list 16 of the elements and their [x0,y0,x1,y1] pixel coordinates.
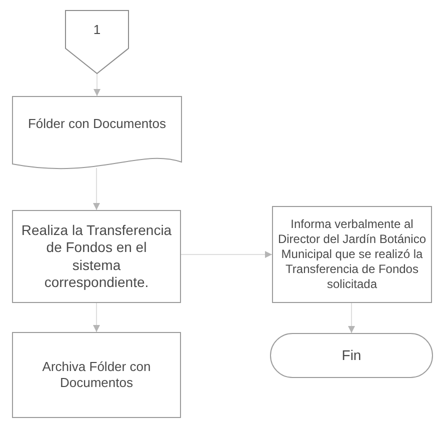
node-label: Archiva Fólder con Documentos [41,358,152,392]
node-label: Realiza la Transferencia de Fondos en el sistema correspondiente. [21,222,172,292]
process-box [272,206,432,303]
off-page-connector [65,10,129,74]
process-box [12,210,181,303]
arrow [93,168,100,210]
node-label: Fin [342,346,362,364]
arrow [180,251,272,258]
arrow [94,74,100,96]
process-box [12,332,181,418]
terminator-shape [270,333,433,378]
node-label: Fólder con Documentos [28,116,166,132]
arrow [93,302,100,332]
node-label: 1 [93,22,101,38]
arrow [348,302,355,334]
node-label: Informa verbalmente al Director del Jardín Botánico Municipal que se realizó la Transferencia de Fondos solicitada [276,217,428,292]
